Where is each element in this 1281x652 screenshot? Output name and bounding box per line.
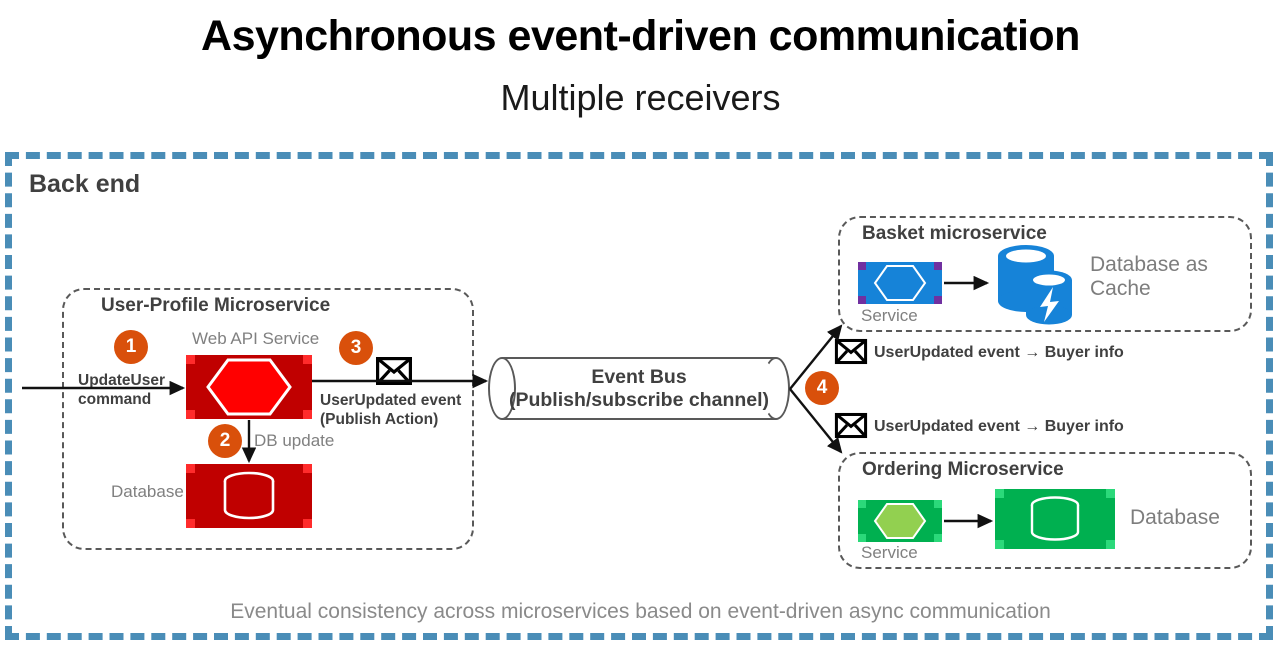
ordering-microservice-box xyxy=(838,452,1252,569)
corner-handle-br xyxy=(934,534,942,542)
event-bus-cap-left xyxy=(488,357,516,420)
corner-handle-br xyxy=(303,410,312,419)
db-update-label: DB update xyxy=(254,431,335,450)
backend-label: Back end xyxy=(29,170,141,198)
corner-handle-bl xyxy=(186,519,195,528)
page-subtitle: Multiple receivers xyxy=(500,77,781,118)
hexagon-icon xyxy=(873,265,927,301)
basket-database-label: Database as Cache xyxy=(1090,253,1208,301)
ordering-service-tile xyxy=(858,500,942,542)
corner-handle-tr xyxy=(1106,489,1115,498)
basket-microservice-box xyxy=(838,216,1252,332)
step-badge-1: 1 xyxy=(114,330,148,364)
publish-action-line1: UserUpdated event xyxy=(320,392,462,409)
user-profile-microservice-title: User-Profile Microservice xyxy=(101,295,331,316)
basket-database-line1: Database as xyxy=(1090,253,1208,276)
corner-handle-br xyxy=(303,519,312,528)
hexagon-icon xyxy=(873,503,927,539)
update-user-command-label: UpdateUser command xyxy=(78,372,165,410)
event-bus-cylinder: Event Bus (Publish/subscribe channel) xyxy=(488,357,790,420)
user-profile-database-label: Database xyxy=(111,482,184,501)
step-badge-3: 3 xyxy=(339,331,373,365)
basket-service-label: Service xyxy=(861,306,918,325)
corner-handle-tl xyxy=(858,500,866,508)
caption-text: Eventual consistency across microservice… xyxy=(230,600,1051,623)
update-user-command-line1: UpdateUser xyxy=(78,372,165,389)
user-profile-microservice-box xyxy=(62,288,474,550)
update-user-command-line2: command xyxy=(78,390,152,408)
ordering-microservice-title: Ordering Microservice xyxy=(862,459,1064,480)
corner-handle-bl xyxy=(995,540,1004,549)
corner-handle-tl xyxy=(186,464,195,473)
event-bus-label: Event Bus (Publish/subscribe channel) xyxy=(488,357,790,420)
corner-handle-tr xyxy=(934,262,942,270)
database-cache-icon xyxy=(998,245,1072,325)
corner-handle-bl xyxy=(858,296,866,304)
subscription-label-basket: UserUpdated event → Buyer info xyxy=(874,344,1124,361)
corner-handle-tl xyxy=(186,355,195,364)
database-cylinder-icon xyxy=(1030,496,1080,541)
corner-handle-bl xyxy=(858,534,866,542)
corner-handle-tl xyxy=(858,262,866,270)
basket-database-line2: Cache xyxy=(1090,277,1151,301)
web-api-service-label: Web API Service xyxy=(192,329,320,348)
corner-handle-tr xyxy=(303,464,312,473)
database-cylinder-icon xyxy=(223,471,275,520)
envelope-icon xyxy=(834,412,868,439)
event-bus-title: Event Bus xyxy=(591,365,687,388)
corner-handle-br xyxy=(934,296,942,304)
corner-handle-tr xyxy=(303,355,312,364)
corner-handle-bl xyxy=(186,410,195,419)
user-profile-database-tile xyxy=(186,464,312,528)
event-bus-body xyxy=(502,357,776,420)
corner-handle-br xyxy=(1106,540,1115,549)
publish-action-label: UserUpdated event (Publish Action) xyxy=(320,392,461,430)
corner-handle-tl xyxy=(995,489,1004,498)
hexagon-icon xyxy=(206,358,292,416)
corner-handle-tr xyxy=(934,500,942,508)
event-bus-cap-right xyxy=(762,357,790,420)
basket-service-tile xyxy=(858,262,942,304)
backend-boundary xyxy=(5,152,1273,640)
publish-action-line2: (Publish Action) xyxy=(320,410,439,428)
subscription-label-ordering: UserUpdated event → Buyer info xyxy=(874,418,1124,435)
envelope-icon xyxy=(376,357,412,385)
web-api-service-tile xyxy=(186,355,312,419)
basket-microservice-title: Basket microservice xyxy=(862,223,1047,244)
event-bus-subtitle: (Publish/subscribe channel) xyxy=(508,388,770,411)
step-badge-2: 2 xyxy=(208,424,242,458)
page-title: Asynchronous event-driven communication xyxy=(201,12,1080,60)
ordering-database-label: Database xyxy=(1130,506,1220,529)
step-badge-4: 4 xyxy=(805,371,839,405)
envelope-icon xyxy=(834,338,868,365)
ordering-service-label: Service xyxy=(861,543,918,562)
ordering-database-tile xyxy=(995,489,1115,549)
